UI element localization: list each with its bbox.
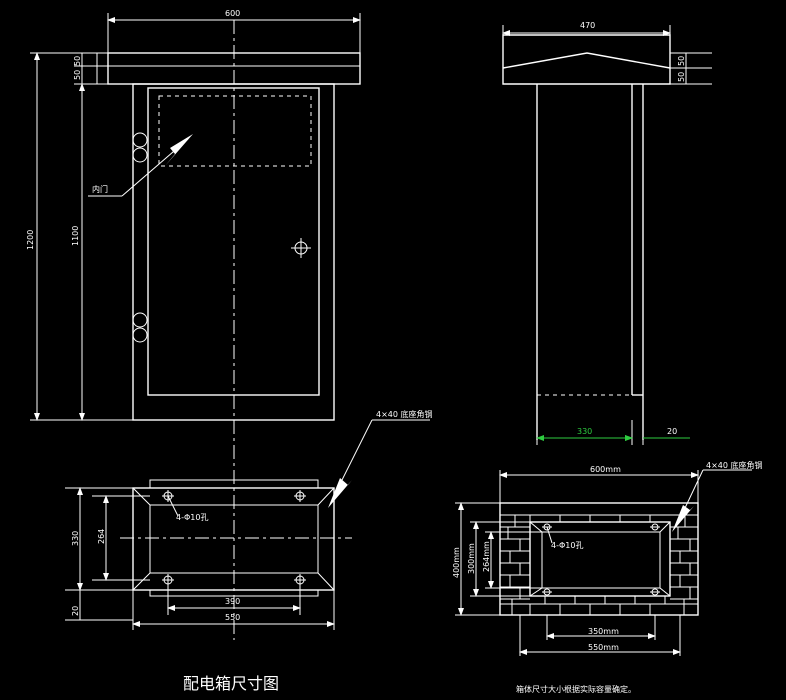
angle-steel-leader xyxy=(328,419,430,508)
side-roof xyxy=(502,34,671,85)
front-cabinet-body xyxy=(132,83,335,421)
brick-holes-leader xyxy=(546,526,553,544)
holes-leader xyxy=(167,495,179,517)
brick-opening xyxy=(529,521,671,597)
base-height-dimensions xyxy=(65,487,150,621)
hinge-top-upper xyxy=(132,132,148,148)
hinge-top-lower xyxy=(132,147,148,163)
base-inner-width-label: 390 xyxy=(225,597,240,606)
front-roof-dim-2: 50 xyxy=(73,56,82,66)
front-width-label: 600 xyxy=(225,9,240,18)
brick-inner-frame xyxy=(541,531,661,589)
base-inner-height-label: 264 xyxy=(97,529,106,544)
base-angle-steel-label: 4×40 底座角钢 xyxy=(376,409,433,419)
side-view: 470 50 50 330 20 xyxy=(502,21,712,445)
base-outer-width-label: 550 xyxy=(225,613,240,622)
inner-door-outline xyxy=(158,95,312,167)
drawing-title: 配电箱尺寸图 xyxy=(183,674,279,693)
inner-door-label: 内门 xyxy=(92,184,108,194)
side-roof-dimensions xyxy=(670,52,712,85)
brick-outer-width-label: 550mm xyxy=(588,643,619,652)
brick-inner-width-label: 350mm xyxy=(588,627,619,636)
hole-icon xyxy=(650,588,660,596)
front-roof-dim-1: 50 xyxy=(73,70,82,80)
brick-holes xyxy=(542,523,660,596)
base-holes-label: 4-Φ10孔 xyxy=(176,513,208,522)
brick-angle-steel-leader xyxy=(672,469,752,532)
brick-dim-300: 300mm xyxy=(467,543,476,574)
lock-icon xyxy=(291,238,311,258)
hole-icon xyxy=(294,490,306,502)
brick-dim-400: 400mm xyxy=(452,547,461,578)
side-roof-dim-1: 50 xyxy=(677,72,686,82)
side-width-dimension xyxy=(502,25,671,36)
hole-icon xyxy=(542,588,552,596)
base-bottom-dim-label: 20 xyxy=(71,606,80,616)
base-width-dimensions xyxy=(132,580,335,630)
brick-foundation: 4-Φ10孔 4×40 底座角钢 600mm 400mm 30 xyxy=(452,460,763,656)
brick-angle-steel-label: 4×40 底座角钢 xyxy=(706,460,763,470)
side-roof-ridge xyxy=(502,52,671,69)
base-bottom-flange xyxy=(149,589,319,597)
inner-door-leader xyxy=(88,134,193,197)
brick-dim-264: 264mm xyxy=(482,541,491,572)
brick-pattern-right xyxy=(670,515,698,615)
brick-left-dimensions xyxy=(455,502,542,616)
brick-pattern-left xyxy=(500,515,530,615)
front-width-dimension xyxy=(107,13,361,53)
brick-pattern-top-bottom xyxy=(500,515,698,615)
brick-cap xyxy=(499,502,699,516)
brick-top-dimension xyxy=(499,470,699,503)
front-total-height-label: 1200 xyxy=(26,230,35,250)
base-bottom-angle xyxy=(132,572,335,591)
hinge-bottom-lower xyxy=(132,327,148,343)
side-gap-label: 20 xyxy=(667,427,677,436)
hole-icon xyxy=(650,523,660,531)
front-door xyxy=(147,87,320,396)
base-plan: 4-Φ10孔 4×40 底座角钢 330 264 20 xyxy=(65,409,433,630)
front-box-height-label: 1100 xyxy=(71,226,80,246)
base-top-flange xyxy=(149,479,319,489)
base-outer-height-label: 330 xyxy=(71,531,80,546)
side-depth-dimensions xyxy=(536,420,690,445)
side-depth-label: 330 xyxy=(577,427,592,436)
front-view: 内门 600 1200 1100 50 50 xyxy=(26,9,361,640)
side-width-label: 470 xyxy=(580,21,595,30)
side-roof-dim-2: 50 xyxy=(677,56,686,66)
hinge-bottom-upper xyxy=(132,312,148,328)
brick-bottom-dimensions xyxy=(519,615,681,656)
brick-holes-label: 4-Φ10孔 xyxy=(551,541,583,550)
drawing-note: 箱体尺寸大小根据实际容量确定。 xyxy=(516,684,636,694)
front-height-dimensions xyxy=(30,52,133,421)
brick-top-dim-label: 600mm xyxy=(590,465,621,474)
